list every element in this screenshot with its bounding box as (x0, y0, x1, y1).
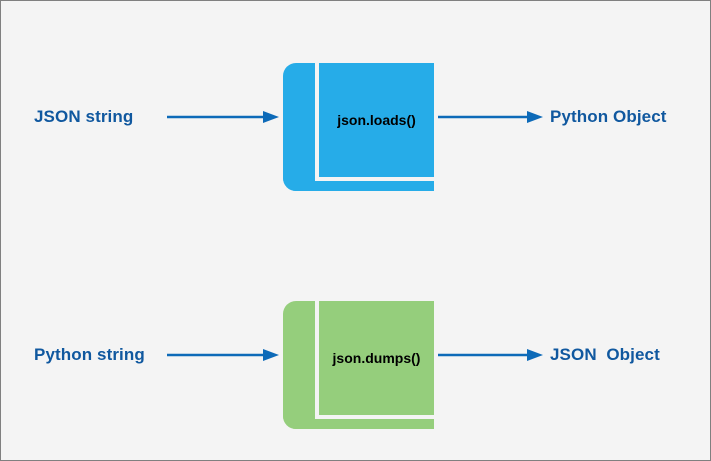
arrow-right-icon (167, 348, 279, 362)
source-label-python-string: Python string (34, 345, 145, 364)
book-page (319, 63, 434, 177)
book-base (293, 419, 434, 429)
flow-row-deserialize: JSON string json.loads() Python Object (1, 63, 710, 193)
book-label-json-dumps: json.dumps() (332, 350, 421, 366)
flow-row-serialize: Python string json.dumps() JSON Object (1, 301, 710, 431)
arrow-right-icon (438, 348, 543, 362)
book-label-json-loads: json.loads() (337, 112, 416, 128)
target-label-python-object: Python Object (550, 107, 667, 126)
arrow-right-icon (167, 110, 279, 124)
book-page (319, 301, 434, 415)
arrow-right-icon (438, 110, 543, 124)
book-icon-json-dumps: json.dumps() (283, 301, 434, 429)
book-base (293, 181, 434, 191)
target-label-json-object: JSON Object (550, 345, 660, 364)
source-label-json-string: JSON string (34, 107, 134, 126)
book-icon-json-loads: json.loads() (283, 63, 434, 191)
